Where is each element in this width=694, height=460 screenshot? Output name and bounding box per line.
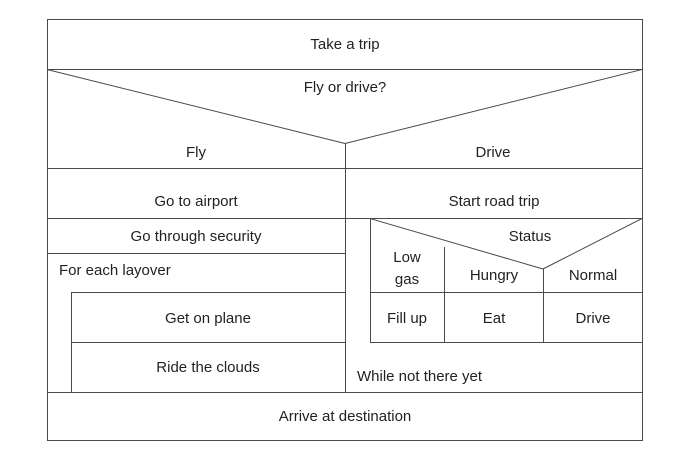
- fly-branch-label: Fly: [186, 144, 206, 161]
- case-left-diagonal: [369, 218, 544, 270]
- decision-right-diagonal: [344, 69, 643, 144]
- end-block-label: Arrive at destination: [278, 408, 412, 425]
- outer-frame: [47, 19, 643, 441]
- decision-left-diagonal: [46, 69, 346, 144]
- security-step: Go through security: [130, 228, 262, 245]
- decision-question: Fly or drive?: [303, 79, 387, 96]
- case-action-fill-up: Fill up: [386, 310, 428, 327]
- layover-loop-label: For each layover: [59, 262, 171, 279]
- status-case-label: Status: [508, 228, 552, 245]
- drive-branch-label: Drive: [475, 144, 511, 161]
- case-action-drive: Drive: [575, 310, 611, 327]
- get-on-plane-step: Get on plane: [165, 310, 251, 327]
- case-condition-normal: Normal: [568, 267, 618, 284]
- case-condition-low-gas: Low gas: [393, 249, 421, 288]
- case-right-diagonal: [542, 218, 643, 270]
- case-condition-hungry: Hungry: [469, 267, 519, 284]
- start-road-trip-step: Start road trip: [448, 193, 540, 210]
- go-to-airport-step: Go to airport: [154, 193, 238, 210]
- ride-clouds-step: Ride the clouds: [156, 359, 260, 376]
- case-action-eat: Eat: [482, 310, 506, 327]
- start-block-label: Take a trip: [310, 36, 380, 53]
- while-loop-label: While not there yet: [357, 368, 483, 385]
